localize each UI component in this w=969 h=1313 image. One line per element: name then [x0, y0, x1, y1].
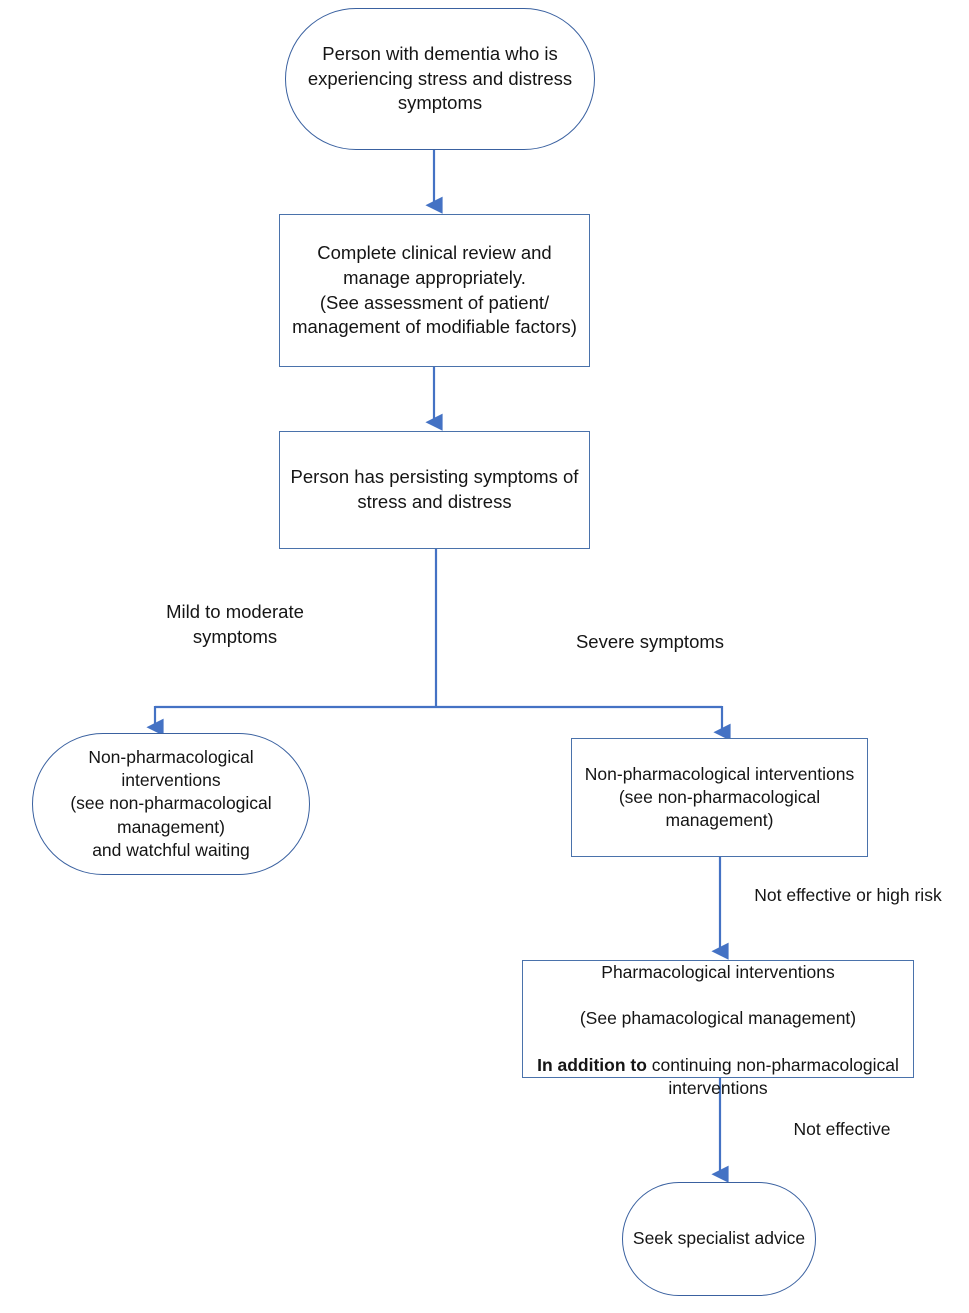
node-severe-nonpharm-label: Non-pharmacological interventions (see n…: [584, 763, 855, 831]
node-pharmacological-line3-rest: continuing non-pharmacological intervent…: [646, 1054, 899, 1099]
node-specialist-label: Seek specialist advice: [632, 1228, 806, 1249]
node-non-pharmacological-interventions-severe[interactable]: Non-pharmacological interventions (see n…: [571, 738, 868, 857]
edge-label-not-effective: Not effective: [793, 1119, 891, 1139]
node-pharmacological-line1: Pharmacological interventions: [601, 961, 835, 982]
edge-label-mild-to-moderate-symptoms: Mild to moderate symptoms: [166, 601, 304, 647]
node-mild-interventions-label: Non-pharmacological interventions (see n…: [70, 746, 272, 860]
node-pharmacological-line3-bold: In addition to: [537, 1054, 647, 1075]
node-non-pharmacological-interventions-watchful-waiting[interactable]: Non-pharmacological interventions (see n…: [32, 733, 310, 875]
node-person-has-persisting-symptoms[interactable]: Person has persisting symptoms of stress…: [279, 431, 590, 549]
edge-label-severe-symptoms: Severe symptoms: [575, 631, 725, 652]
node-seek-specialist-advice[interactable]: Seek specialist advice: [622, 1182, 816, 1296]
node-pharmacological-label: Pharmacological interventions (See phama…: [523, 938, 913, 1101]
node-pharmacological-line2: (See phamacological management): [579, 1008, 857, 1029]
node-start-label: Person with dementia who is experiencing…: [307, 43, 573, 114]
node-pharmacological-interventions[interactable]: Pharmacological interventions (See phama…: [522, 960, 914, 1098]
edge-label-not-effective-or-high-risk: Not effective or high risk: [754, 885, 942, 905]
node-start-person-with-dementia[interactable]: Person with dementia who is experiencing…: [285, 8, 595, 150]
node-persisting-symptoms-label: Person has persisting symptoms of stress…: [290, 466, 579, 512]
node-complete-clinical-review[interactable]: Complete clinical review and manage appr…: [279, 214, 590, 367]
node-clinical-review-label: Complete clinical review and manage appr…: [292, 242, 577, 338]
